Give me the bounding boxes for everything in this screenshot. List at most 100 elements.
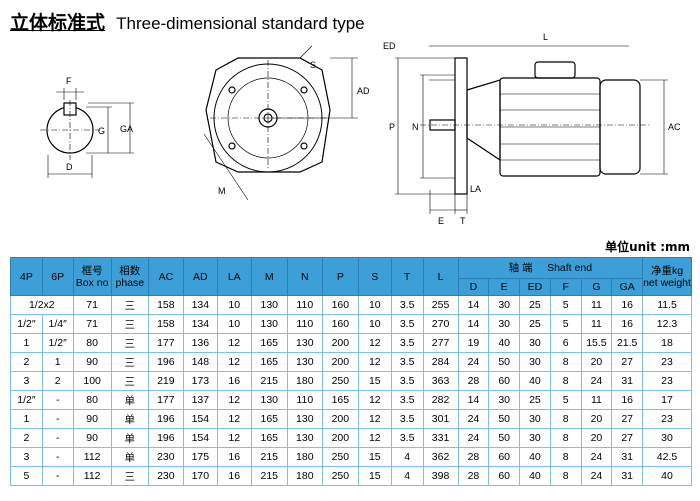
table-cell: 6 (549, 333, 582, 353)
label-la: LA (470, 184, 481, 194)
header-box-en: Box no (75, 276, 109, 289)
table-cell: - (41, 409, 74, 429)
table-cell: 165 (250, 428, 288, 448)
table-cell: 三 (110, 295, 149, 315)
table-cell: 8 (549, 409, 582, 429)
table-cell: 363 (422, 371, 459, 391)
table-cell: 30 (488, 295, 521, 315)
table-cell: 3.5 (390, 371, 424, 391)
header-m: M (250, 257, 288, 296)
label-ac: AC (668, 122, 681, 132)
table-cell: 28 (457, 447, 490, 467)
table-cell: 130 (250, 390, 288, 410)
table-cell: 230 (147, 447, 184, 467)
label-e: E (438, 216, 444, 226)
header-phase-en: phase (115, 276, 145, 289)
table-cell: 12 (216, 428, 252, 448)
label-l: L (543, 32, 548, 42)
table-cell: 5 (549, 390, 582, 410)
label-n: N (412, 122, 419, 132)
table-cell: 160 (321, 295, 359, 315)
table-cell: 17 (642, 390, 692, 410)
header-la: LA (216, 257, 252, 296)
table-cell: 148 (182, 352, 218, 372)
table-cell: 15 (357, 371, 392, 391)
table-cell: 21.5 (611, 333, 644, 353)
header-4p: 4P (10, 257, 43, 296)
flange-front-view (203, 45, 358, 201)
table-cell: 180 (286, 447, 323, 467)
table-cell: 27 (611, 352, 644, 372)
table-cell: 130 (286, 409, 323, 429)
table-cell: 24 (580, 447, 613, 467)
table-cell: 单 (110, 390, 149, 410)
table-row: 1/2x2 71 三 158 134 10 130 110 160 10 3.5… (10, 295, 692, 315)
table-cell: 16 (216, 466, 252, 486)
table-cell: 23 (642, 352, 692, 372)
table-cell: 2 (41, 371, 74, 391)
table-cell: 28 (457, 466, 490, 486)
table-cell: 200 (321, 333, 359, 353)
table-cell: 31 (611, 466, 644, 486)
table-cell: 130 (250, 314, 288, 334)
table-cell: 1/4″ (41, 314, 74, 334)
label-d: D (66, 162, 73, 172)
table-cell: 12 (357, 409, 392, 429)
table-cell: - (41, 447, 74, 467)
table-cell: 三 (110, 333, 149, 353)
title-english: Three-dimensional standard type (116, 14, 365, 33)
table-cell: 三 (110, 466, 149, 486)
table-cell: 3.5 (390, 428, 424, 448)
table-cell: 3.5 (390, 333, 424, 353)
table-cell: 单 (110, 428, 149, 448)
table-cell: 16 (216, 447, 252, 467)
table-cell: 三 (110, 314, 149, 334)
header-t: T (390, 257, 424, 296)
title-chinese: 立体标准式 (10, 12, 106, 34)
table-cell: 28 (457, 371, 490, 391)
table-cell: 23 (642, 409, 692, 429)
table-cell: 30 (488, 314, 521, 334)
table-cell: 3.5 (390, 390, 424, 410)
table-cell: 110 (286, 295, 323, 315)
table-cell: 1/2″ (10, 314, 43, 334)
label-m: M (218, 186, 226, 196)
table-cell: 173 (182, 371, 218, 391)
table-cell: 134 (182, 295, 218, 315)
table-cell: 80 (72, 333, 112, 353)
table-cell: 24 (580, 371, 613, 391)
table-cell: 219 (147, 371, 184, 391)
table-cell: 50 (488, 352, 521, 372)
table-cell: 40 (488, 333, 521, 353)
table-cell: 1 (10, 333, 43, 353)
table-cell: 31 (611, 371, 644, 391)
table-cell: 158 (147, 314, 184, 334)
table-cell: 3.5 (390, 409, 424, 429)
table-cell: 8 (549, 447, 582, 467)
table-cell: 165 (250, 352, 288, 372)
unit-label: 单位unit :mm (605, 240, 690, 254)
table-cell: 130 (286, 333, 323, 353)
table-cell: 3.5 (390, 295, 424, 315)
table-cell: 301 (422, 409, 459, 429)
label-p: P (389, 122, 395, 132)
table-cell: 165 (250, 409, 288, 429)
table-cell: 8 (549, 371, 582, 391)
table-cell: 165 (250, 333, 288, 353)
table-cell: 5 (549, 314, 582, 334)
table-cell: 180 (286, 466, 323, 486)
table-cell: 1 (41, 352, 74, 372)
header-shaft-ga: GA (611, 278, 644, 296)
table-cell: 16 (611, 295, 644, 315)
table-cell: 110 (286, 314, 323, 334)
table-cell: 10 (357, 295, 392, 315)
table-cell: 196 (147, 428, 184, 448)
table-cell: 15 (357, 466, 392, 486)
table-cell: 80 (72, 390, 112, 410)
table-cell: 30 (488, 390, 521, 410)
header-box-cn: 框号 (81, 264, 103, 277)
table-cell: 24 (457, 409, 490, 429)
table-cell: 12 (216, 409, 252, 429)
table-cell: 24 (457, 352, 490, 372)
